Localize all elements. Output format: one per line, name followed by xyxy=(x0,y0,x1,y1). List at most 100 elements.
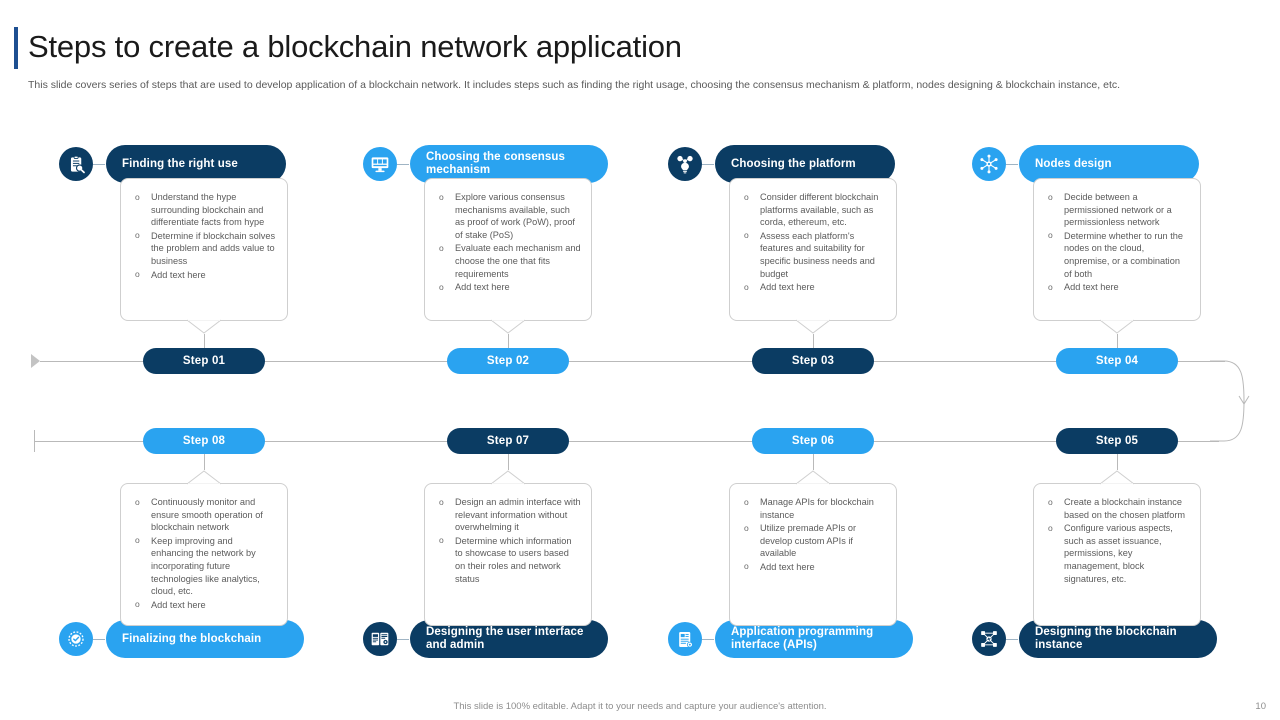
card-stem-line xyxy=(508,334,509,350)
step-heading-pill-5[interactable]: Designing the blockchain instance xyxy=(1019,620,1217,658)
timeline-rail-end-cap xyxy=(34,430,35,452)
step-heading-pill-2[interactable]: Choosing the consensus mechanism xyxy=(410,145,608,183)
step-bullet: Keep improving and enhancing the network… xyxy=(133,534,277,598)
card-notch-pointer xyxy=(1099,319,1135,334)
step-heading-pill-6[interactable]: Application programming interface (APIs) xyxy=(715,620,913,658)
card-stem-line xyxy=(1117,451,1118,470)
step-heading-text: Choosing the platform xyxy=(731,157,856,170)
step-bullet-list: Continuously monitor and ensure smooth o… xyxy=(121,484,287,622)
step-heading-text: Designing the blockchain instance xyxy=(1035,626,1177,651)
icon-connector-line xyxy=(1006,164,1018,165)
step-badge-4[interactable]: Step 04 xyxy=(1056,348,1178,374)
card-notch-pointer xyxy=(490,319,526,334)
step-heading-pill-1[interactable]: Finding the right use xyxy=(106,145,286,183)
step-bullet-list: Explore various consensus mechanisms ava… xyxy=(425,179,591,305)
step-bullet: Manage APIs for blockchain instance xyxy=(742,495,886,521)
network-hub-icon xyxy=(972,147,1006,181)
step-bullet: Design an admin interface with relevant … xyxy=(437,496,581,534)
step-bullet: Create a blockchain instance based on th… xyxy=(1046,495,1190,521)
step-bullet: Continuously monitor and ensure smooth o… xyxy=(133,496,277,534)
timeline-rail-bottom xyxy=(34,441,1219,442)
step-bullet: Add text here xyxy=(742,560,886,574)
card-notch-pointer xyxy=(795,319,831,334)
step-body-card-5: Create a blockchain instance based on th… xyxy=(1033,483,1201,626)
card-stem-line xyxy=(204,334,205,350)
icon-connector-line xyxy=(397,639,409,640)
step-body-card-4: Decide between a permissioned network or… xyxy=(1033,178,1201,321)
step-bullet: Decide between a permissioned network or… xyxy=(1046,191,1190,229)
step-body-card-6: Manage APIs for blockchain instanceUtili… xyxy=(729,483,897,626)
step-bullet: Determine if blockchain solves the probl… xyxy=(133,229,277,268)
step-badge-5[interactable]: Step 05 xyxy=(1056,428,1178,454)
step-bullet: Determine whether to run the nodes on th… xyxy=(1046,229,1190,280)
step-heading-text: Nodes design xyxy=(1035,157,1112,170)
card-notch-pointer xyxy=(1099,470,1135,485)
card-stem-line xyxy=(204,451,205,470)
step-bullet: Determine which information to showcase … xyxy=(437,534,581,585)
card-stem-line xyxy=(1117,334,1118,350)
step-bullet: Add text here xyxy=(133,598,277,612)
step-bullet: Consider different blockchain platforms … xyxy=(742,191,886,229)
step-body-card-8: Continuously monitor and ensure smooth o… xyxy=(120,483,288,626)
step-heading-text: Finalizing the blockchain xyxy=(122,632,262,645)
card-notch-pointer xyxy=(186,470,222,485)
footer-note: This slide is 100% editable. Adapt it to… xyxy=(453,701,827,712)
timeline-rail-top xyxy=(40,361,1225,362)
step-heading-pill-8[interactable]: Finalizing the blockchain xyxy=(106,620,304,658)
card-stem-line xyxy=(813,334,814,350)
step-bullet: Add text here xyxy=(133,268,277,282)
api-document-icon xyxy=(668,622,702,656)
step-body-card-1: Understand the hype surrounding blockcha… xyxy=(120,178,288,321)
step-bullet-list: Consider different blockchain platforms … xyxy=(730,179,896,305)
step-bullet-list: Design an admin interface with relevant … xyxy=(425,484,591,596)
page-number: 10 xyxy=(1255,701,1266,712)
step-bullet: Explore various consensus mechanisms ava… xyxy=(437,190,581,241)
card-stem-line xyxy=(813,451,814,470)
check-badge-icon xyxy=(59,622,93,656)
idea-bulb-nodes-icon xyxy=(668,147,702,181)
title-accent-bar xyxy=(14,27,18,69)
step-badge-8[interactable]: Step 08 xyxy=(143,428,265,454)
card-notch-pointer xyxy=(186,319,222,334)
step-badge-6[interactable]: Step 06 xyxy=(752,428,874,454)
monitor-blocks-icon xyxy=(363,147,397,181)
step-heading-pill-4[interactable]: Nodes design xyxy=(1019,145,1199,183)
icon-connector-line xyxy=(93,639,105,640)
card-stem-line xyxy=(508,451,509,470)
icon-connector-line xyxy=(397,164,409,165)
step-bullet-list: Understand the hype surrounding blockcha… xyxy=(121,179,287,292)
step-bullet: Add text here xyxy=(742,281,886,294)
step-badge-7[interactable]: Step 07 xyxy=(447,428,569,454)
step-body-card-2: Explore various consensus mechanisms ava… xyxy=(424,178,592,321)
step-bullet: Assess each platform's features and suit… xyxy=(742,229,886,280)
step-badge-1[interactable]: Step 01 xyxy=(143,348,265,374)
step-heading-text: Application programming interface (APIs) xyxy=(731,626,874,651)
step-bullet: Utilize premade APIs or develop custom A… xyxy=(742,522,886,560)
step-bullet-list: Manage APIs for blockchain instanceUtili… xyxy=(730,484,896,585)
timeline-curve-connector xyxy=(1210,353,1252,449)
page-title: Steps to create a blockchain network app… xyxy=(28,29,682,64)
step-bullet: Add text here xyxy=(437,281,581,294)
step-badge-2[interactable]: Step 02 xyxy=(447,348,569,374)
card-notch-pointer xyxy=(490,470,526,485)
step-bullet: Configure various aspects, such as asset… xyxy=(1046,522,1190,585)
icon-connector-line xyxy=(702,164,714,165)
step-bullet: Evaluate each mechanism and choose the o… xyxy=(437,242,581,280)
card-notch-pointer xyxy=(795,470,831,485)
ui-layout-icon xyxy=(363,622,397,656)
step-badge-3[interactable]: Step 03 xyxy=(752,348,874,374)
icon-connector-line xyxy=(702,639,714,640)
step-bullet-list: Decide between a permissioned network or… xyxy=(1034,179,1200,305)
step-body-card-7: Design an admin interface with relevant … xyxy=(424,483,592,626)
step-bullet-list: Create a blockchain instance based on th… xyxy=(1034,484,1200,596)
blockchain-nodes-icon xyxy=(972,622,1006,656)
step-heading-text: Designing the user interface and admin xyxy=(426,626,584,651)
step-bullet: Add text here xyxy=(1046,281,1190,294)
page-subtitle: This slide covers series of steps that a… xyxy=(28,79,1121,91)
icon-connector-line xyxy=(1006,639,1018,640)
step-heading-pill-7[interactable]: Designing the user interface and admin xyxy=(410,620,608,658)
clipboard-search-icon xyxy=(59,147,93,181)
step-bullet: Understand the hype surrounding blockcha… xyxy=(133,191,277,229)
step-heading-pill-3[interactable]: Choosing the platform xyxy=(715,145,895,183)
